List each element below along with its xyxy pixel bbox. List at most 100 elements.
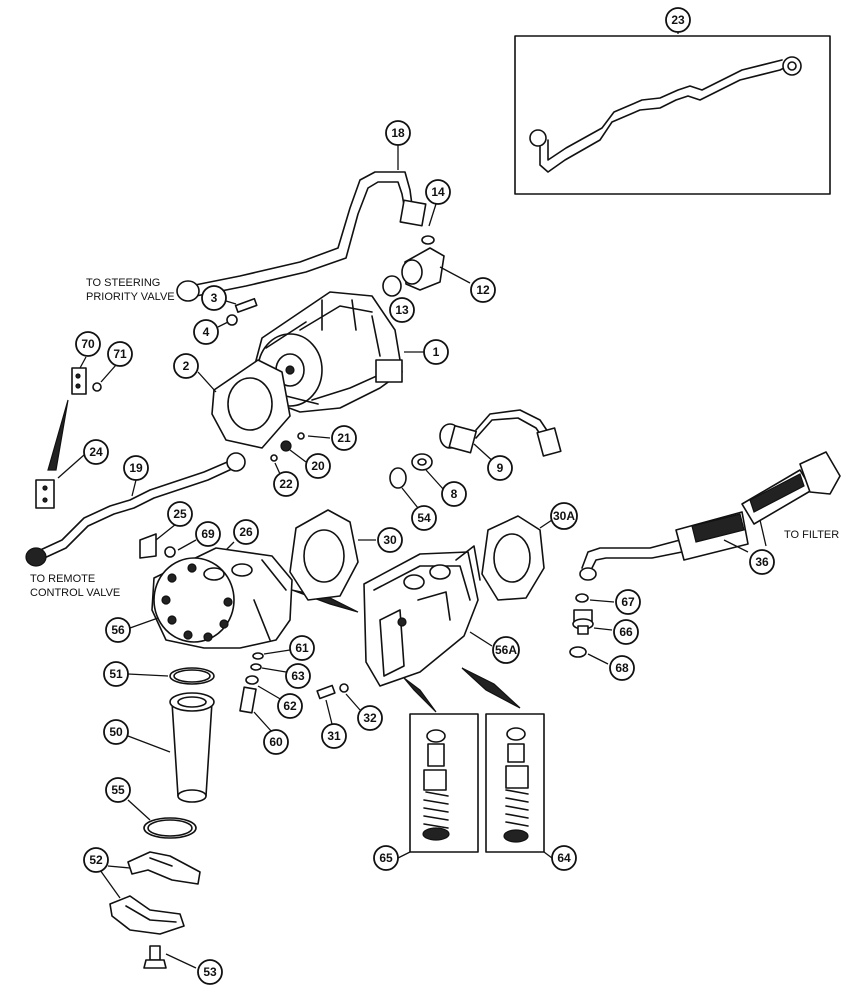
callout-31: 31 <box>321 723 347 749</box>
svg-text:31: 31 <box>327 729 341 743</box>
svg-text:53: 53 <box>203 965 217 979</box>
spool-detail-64 <box>485 713 553 859</box>
svg-text:9: 9 <box>497 461 504 475</box>
callout-63: 63 <box>285 663 311 689</box>
svg-text:4: 4 <box>203 325 210 339</box>
callout-4: 4 <box>193 319 219 345</box>
callout-22: 22 <box>273 471 299 497</box>
gasket-30 <box>289 509 376 601</box>
svg-text:55: 55 <box>111 783 125 797</box>
svg-text:20: 20 <box>311 459 325 473</box>
callout-3: 3 <box>201 285 227 311</box>
tube-50 <box>127 692 215 803</box>
callout-36: 36 <box>749 549 775 575</box>
callout-18: 18 <box>385 120 411 146</box>
callout-67: 67 <box>615 589 641 615</box>
svg-text:66: 66 <box>619 625 633 639</box>
callout-23: 23 <box>665 7 691 33</box>
callout-61: 61 <box>289 635 315 661</box>
svg-text:71: 71 <box>113 347 127 361</box>
callout-50: 50 <box>103 719 129 745</box>
svg-text:52: 52 <box>89 853 103 867</box>
svg-text:63: 63 <box>291 669 305 683</box>
callout-24: 24 <box>83 439 109 465</box>
callout-56a: 56A <box>492 636 520 664</box>
callout-9: 9 <box>487 455 513 481</box>
svg-text:3: 3 <box>211 291 218 305</box>
callout-69: 69 <box>195 521 221 547</box>
svg-text:30A: 30A <box>553 509 575 523</box>
callout-68: 68 <box>609 655 635 681</box>
svg-text:22: 22 <box>279 477 293 491</box>
note-to-steering-line-1: TO STEERING <box>86 277 160 289</box>
fittings-66-67-68 <box>569 593 615 665</box>
tube-19 <box>25 452 246 567</box>
svg-text:12: 12 <box>476 283 490 297</box>
svg-text:19: 19 <box>129 461 143 475</box>
svg-text:2: 2 <box>183 359 190 373</box>
callout-21: 21 <box>331 425 357 451</box>
callout-26: 26 <box>233 519 259 545</box>
bolt-53 <box>143 945 197 969</box>
tube-18 <box>176 145 427 302</box>
svg-text:18: 18 <box>391 126 405 140</box>
svg-text:50: 50 <box>109 725 123 739</box>
callout-25: 25 <box>167 501 193 527</box>
svg-text:69: 69 <box>201 527 215 541</box>
svg-text:61: 61 <box>295 641 309 655</box>
svg-text:56A: 56A <box>495 643 517 657</box>
svg-text:68: 68 <box>615 661 629 675</box>
svg-text:21: 21 <box>337 431 351 445</box>
relief-parts-60-63 <box>239 649 291 733</box>
gasket-30a <box>481 515 553 601</box>
pressure-switch-9 <box>439 409 562 465</box>
callout-2: 2 <box>173 353 199 379</box>
callout-66: 66 <box>613 619 639 645</box>
svg-text:14: 14 <box>431 185 445 199</box>
callout-54: 54 <box>411 505 437 531</box>
callout-64: 64 <box>551 845 577 871</box>
gasket-2 <box>197 359 291 449</box>
svg-text:54: 54 <box>417 511 431 525</box>
svg-text:1: 1 <box>433 345 440 359</box>
callout-19: 19 <box>123 455 149 481</box>
clip-parts-24-70-71 <box>35 356 117 509</box>
callout-13: 13 <box>389 297 415 323</box>
svg-text:23: 23 <box>671 13 685 27</box>
callout-1: 1 <box>423 339 449 365</box>
svg-text:64: 64 <box>557 851 571 865</box>
callout-55: 55 <box>105 777 131 803</box>
callout-12: 12 <box>470 277 496 303</box>
small-parts-20-21-22 <box>270 432 331 475</box>
callout-62: 62 <box>277 693 303 719</box>
svg-text:51: 51 <box>109 667 123 681</box>
callout-30a: 30A <box>550 502 578 530</box>
svg-text:32: 32 <box>363 711 377 725</box>
note-to-remote-line-1: TO REMOTE <box>30 573 95 585</box>
spool-detail-65 <box>397 713 479 859</box>
hose-36 <box>579 451 841 581</box>
svg-text:13: 13 <box>395 303 409 317</box>
note-to-remote: TO REMOTE CONTROL VALVE <box>30 573 120 599</box>
svg-text:36: 36 <box>755 555 769 569</box>
svg-text:8: 8 <box>451 487 458 501</box>
callout-70: 70 <box>75 331 101 357</box>
svg-text:25: 25 <box>173 507 187 521</box>
callout-53: 53 <box>197 959 223 985</box>
plug-8-oring-54 <box>389 453 445 509</box>
note-to-filter: TO FILTER <box>784 529 839 541</box>
oring-55 <box>127 799 197 839</box>
svg-text:26: 26 <box>239 525 253 539</box>
svg-text:24: 24 <box>89 445 103 459</box>
svg-text:67: 67 <box>621 595 635 609</box>
callout-14: 14 <box>425 179 451 205</box>
oring-51 <box>127 667 215 685</box>
callout-51: 51 <box>103 661 129 687</box>
callout-30: 30 <box>377 527 403 553</box>
callout-32: 32 <box>357 705 383 731</box>
callout-52: 52 <box>83 847 109 873</box>
svg-text:30: 30 <box>383 533 397 547</box>
svg-text:60: 60 <box>269 735 283 749</box>
inset-tube-23 <box>514 28 831 195</box>
